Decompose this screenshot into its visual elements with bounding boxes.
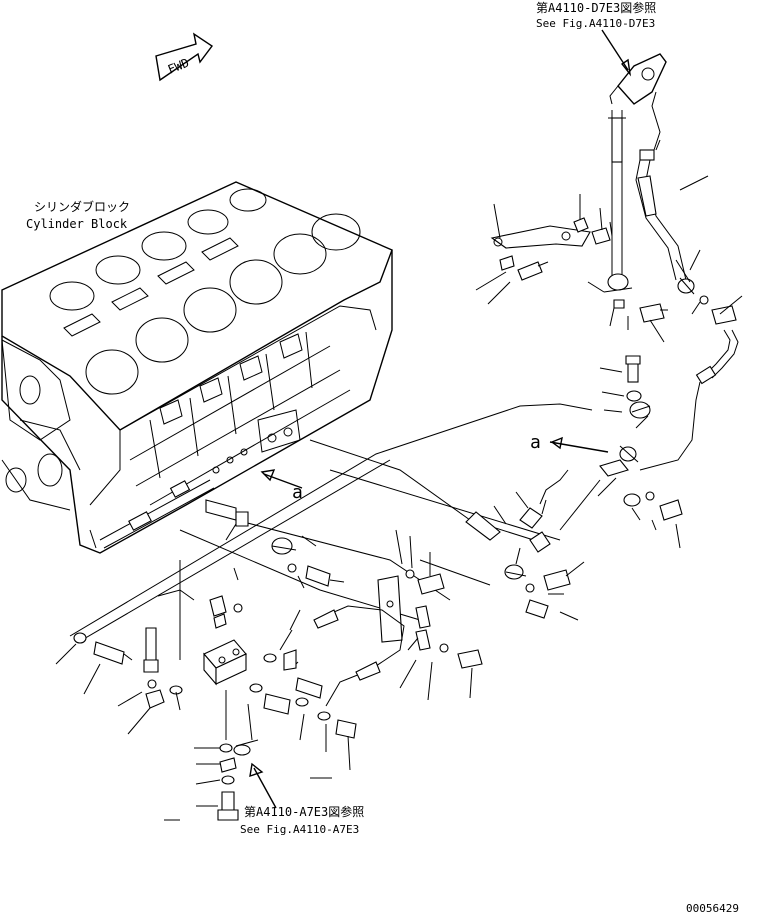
cylinder-block-english: Cylinder Block (26, 217, 128, 231)
callout-leaders (55, 139, 743, 821)
cylinder-block-japanese: シリンダブロック (34, 199, 130, 214)
block-side-fittings (205, 499, 331, 587)
view-marker-right: a (530, 432, 541, 453)
top-ref-english: See Fig.A4110-D7E3 (536, 17, 655, 30)
upper-bracket (490, 217, 611, 281)
bottom-fitting-assembly (217, 690, 277, 821)
lower-rail (99, 479, 215, 549)
center-bracket (377, 569, 483, 669)
fwd-arrow: FWD (155, 32, 214, 82)
right-pipe (707, 329, 731, 373)
main-tube-inner (81, 459, 391, 641)
middle-right-fasteners (625, 355, 651, 419)
cylinder-block (1, 181, 393, 554)
upper-clamp (603, 273, 737, 325)
lower-left-block-assembly (73, 589, 247, 709)
right-pipe-fitting (695, 365, 717, 385)
drawing-number: 00056429 (686, 902, 739, 915)
main-tube (69, 403, 593, 637)
bottom-ref-english: See Fig.A4110-A7E3 (240, 823, 359, 836)
fwd-label: FWD (166, 56, 191, 77)
sensor-cable (319, 605, 405, 707)
sensor-plug (313, 609, 339, 629)
right-lower-clamp (599, 445, 683, 521)
view-marker-left: a (292, 482, 303, 503)
upper-sensor-assembly (601, 29, 687, 281)
bottom-ref-japanese: 第A4110-A7E3図参照 (244, 804, 364, 819)
center-connectors (465, 469, 571, 619)
lower-middle-fasteners (249, 649, 357, 739)
top-ref-japanese: 第A4110-D7E3図参照 (536, 0, 656, 15)
sensor-plug-lower (355, 661, 381, 681)
